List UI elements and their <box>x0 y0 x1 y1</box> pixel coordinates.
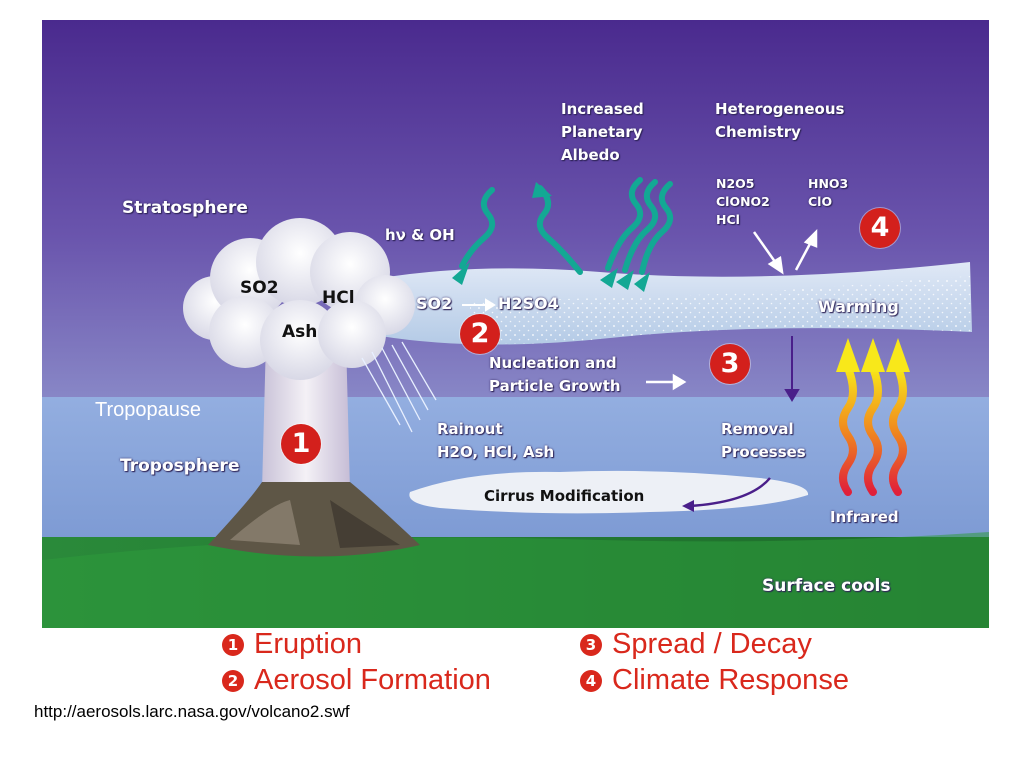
warming-label: Warming <box>818 297 899 316</box>
reaction-left-label: SO2 <box>416 294 453 313</box>
cirrus-arrow <box>689 477 771 508</box>
teal-arrows <box>459 177 674 275</box>
chemistry-arrows <box>752 228 818 275</box>
removal-processes-label: Removal Processes <box>721 420 806 461</box>
legend-bullet-2: 2 <box>222 670 244 692</box>
badge-eruption: 1 <box>281 424 321 464</box>
troposphere-region <box>42 397 989 537</box>
rainout-label: Rainout H2O, HCl, Ash <box>437 420 555 461</box>
albedo-label: Increased Planetary Albedo <box>561 100 644 164</box>
infrared-label: Infrared <box>830 508 899 526</box>
hv-oh-label: hν & OH <box>385 226 455 244</box>
plume-so2-label: SO2 <box>240 278 279 298</box>
badge-climate-response: 4 <box>860 208 900 248</box>
plume-hcl-label: HCl <box>322 288 355 308</box>
ash-cloud <box>183 218 415 380</box>
stratosphere-region <box>42 20 989 415</box>
cirrus-modification-label: Cirrus Modification <box>484 487 645 505</box>
heterogeneous-chemistry-label: Heterogeneous Chemistry <box>715 100 845 141</box>
cirrus-cloud <box>409 470 809 514</box>
badge-spread-decay: 3 <box>710 344 750 384</box>
legend-bullet-1: 1 <box>222 634 244 656</box>
chemistry-reactants: N2O5 ClONO2 HCl <box>716 176 770 227</box>
removal-arrow <box>784 336 800 402</box>
stratosphere-label: Stratosphere <box>122 198 248 218</box>
rainout-streaks <box>361 341 437 433</box>
legend-bullet-4: 4 <box>580 670 602 692</box>
surface-cools-label: Surface cools <box>762 576 891 596</box>
plume-ash-label: Ash <box>282 322 318 342</box>
nucleation-label: Nucleation and Particle Growth <box>489 354 621 395</box>
reaction-arrow <box>462 298 496 312</box>
tropopause-label: Tropopause <box>95 399 201 421</box>
infrared-arrows <box>839 364 907 496</box>
nucleation-arrow <box>646 373 687 391</box>
chemistry-products: HNO3 ClO <box>808 176 849 209</box>
legend-bullet-3: 3 <box>580 634 602 656</box>
troposphere-label: Troposphere <box>120 456 240 476</box>
source-url: http://aerosols.larc.nasa.gov/volcano2.s… <box>34 702 350 721</box>
badge-aerosol-formation: 2 <box>460 314 500 354</box>
reaction-right-label: H2SO4 <box>498 294 559 313</box>
